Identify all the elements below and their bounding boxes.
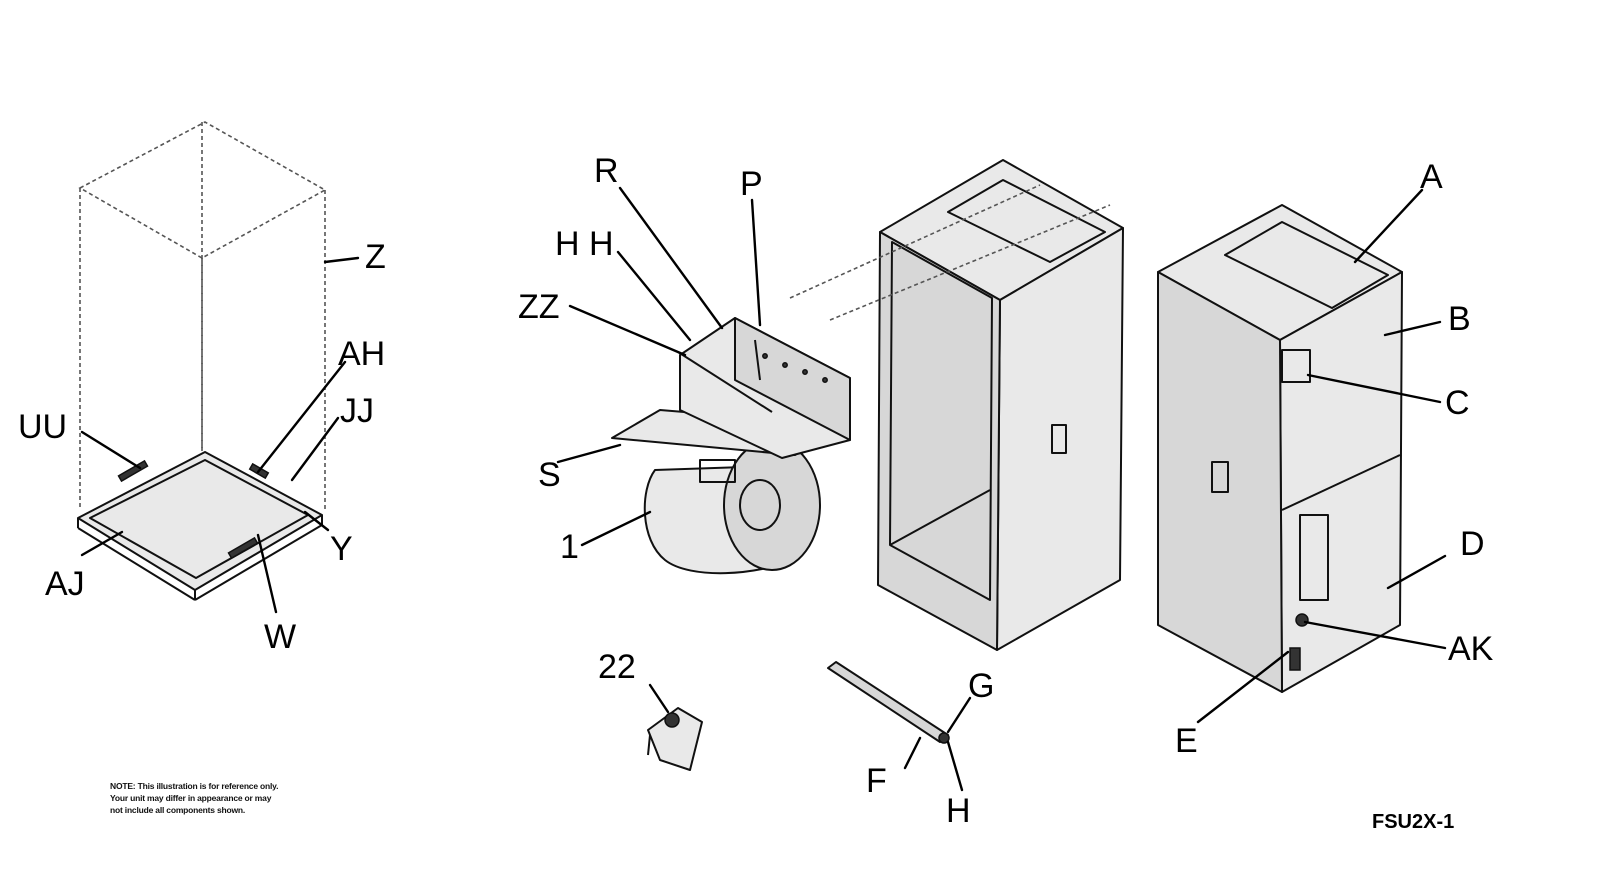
label-e: E (1175, 722, 1198, 760)
blower-assembly (611, 317, 851, 575)
label-hh: H H (555, 225, 614, 263)
bracket-22 (647, 707, 703, 771)
label-zz: ZZ (518, 288, 560, 326)
outer-cabinet (1157, 204, 1403, 693)
label-c: C (1445, 384, 1470, 422)
diagram-code: FSU2X-1 (1372, 811, 1454, 833)
label-w: W (264, 618, 296, 656)
cabinet-frame (789, 159, 1124, 651)
filter-cabinet-outline (78, 121, 327, 510)
label-r: R (594, 152, 619, 190)
leader-lines (80, 186, 1447, 792)
illustration-note: NOTE: This illustration is for reference… (110, 781, 279, 815)
label-22: 22 (598, 648, 636, 686)
label-aj: AJ (45, 565, 85, 603)
label-uu: UU (18, 408, 67, 446)
label-p: P (740, 165, 763, 203)
label-ah: AH (338, 335, 385, 373)
label-jj: JJ (340, 392, 374, 430)
part-labels: Z AH JJ UU Y AJ W R P H H ZZ S 1 A B C D… (18, 152, 1494, 833)
label-d: D (1460, 525, 1485, 563)
label-s: S (538, 456, 561, 494)
label-h: H (946, 792, 971, 830)
label-a: A (1420, 158, 1443, 196)
label-z: Z (365, 238, 386, 276)
label-1: 1 (560, 528, 579, 566)
filter-rack-base (77, 451, 323, 601)
rail-part (827, 661, 950, 744)
label-f: F (866, 762, 887, 800)
label-g: G (968, 667, 994, 705)
label-b: B (1448, 300, 1471, 338)
label-ak: AK (1448, 630, 1494, 668)
label-y: Y (330, 530, 353, 568)
